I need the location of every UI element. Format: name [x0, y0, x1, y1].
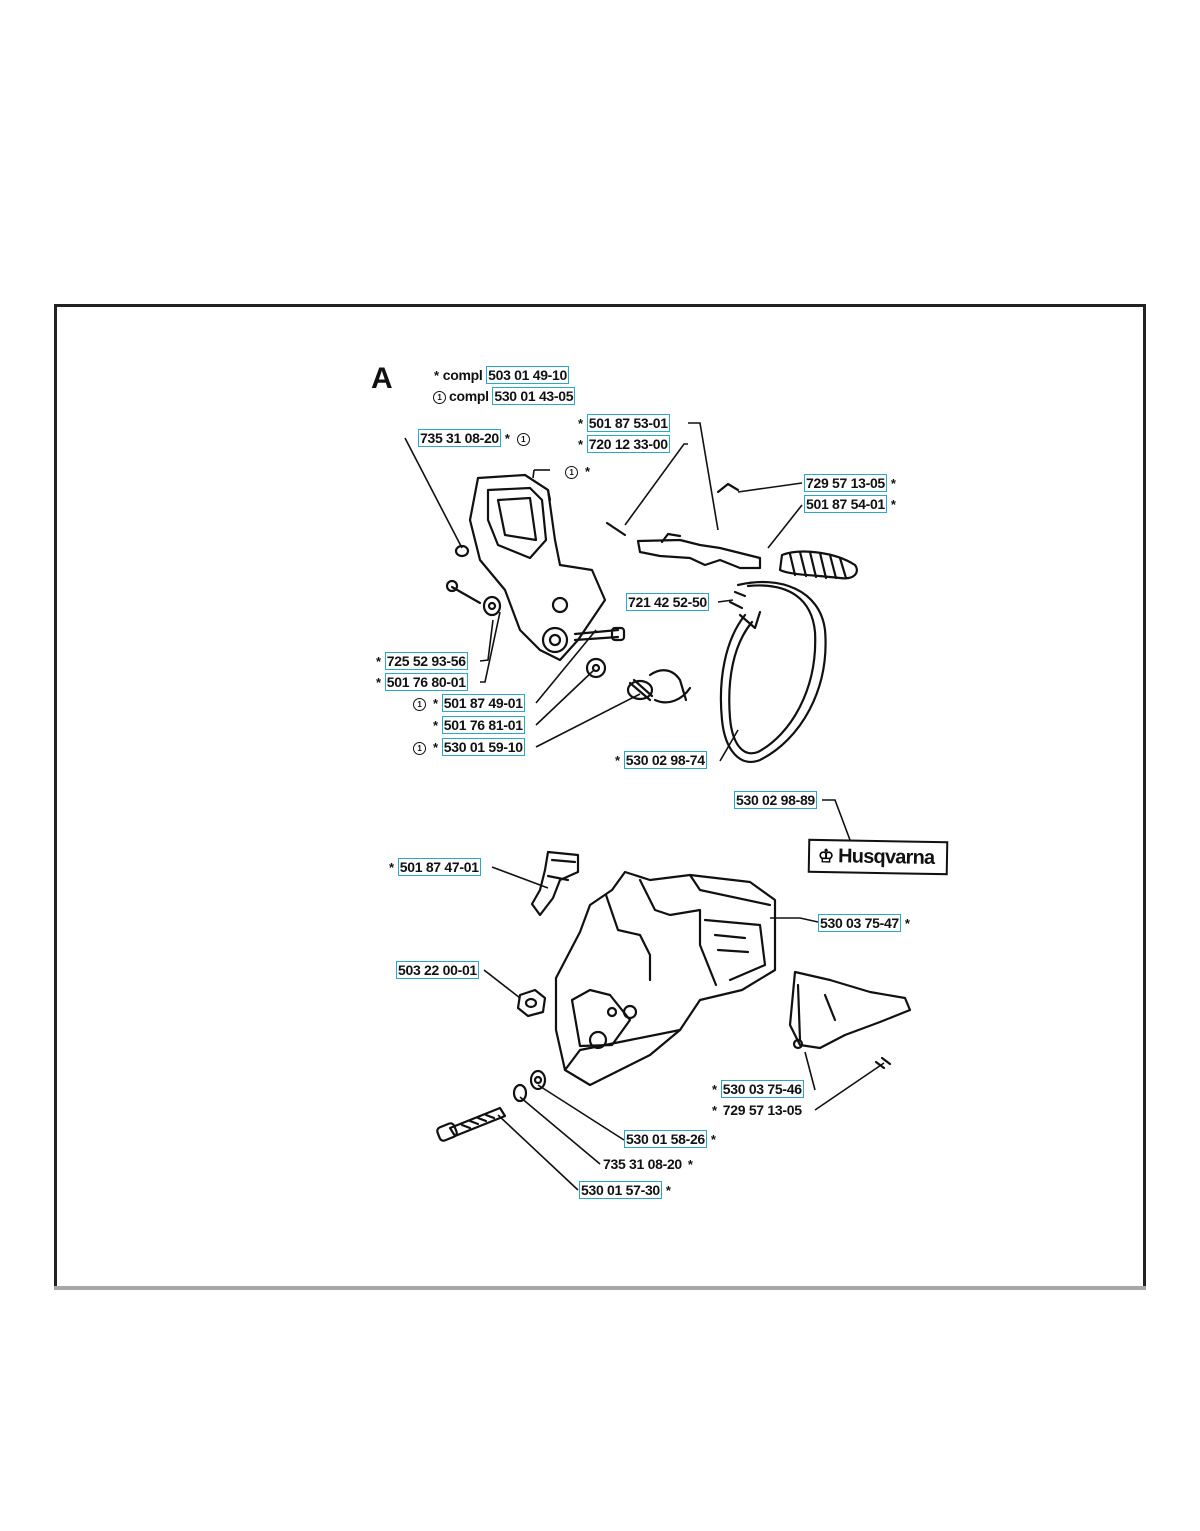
- brand-plate-text: Husqvarna: [837, 844, 935, 869]
- star-mark: *: [504, 431, 510, 446]
- spring-drawing: [626, 669, 692, 704]
- part-number-530-02-98-74[interactable]: 530 02 98-74: [623, 751, 707, 769]
- brand-plate: ♔ Husqvarna: [807, 838, 949, 876]
- label-row: *501 76 80-01: [372, 672, 468, 692]
- label-row: *530 02 98-74: [611, 750, 707, 770]
- part-number-503-01-49-10[interactable]: 503 01 49-10: [486, 366, 570, 384]
- nut-drawing: [516, 988, 547, 1018]
- star-mark: *: [376, 654, 381, 669]
- label-row: 735 31 08-20* 1: [418, 428, 533, 448]
- part-number-729-57-13-05[interactable]: 729 57 13-05: [804, 474, 887, 492]
- label-row: 1*: [562, 461, 594, 481]
- label-row: *725 52 93-56: [372, 651, 468, 671]
- star-mark: *: [712, 1082, 717, 1097]
- section-letter: A: [371, 362, 393, 395]
- label-row: *729 57 13-05: [708, 1100, 804, 1120]
- label-row: *501 76 81-01: [429, 715, 525, 735]
- label-row: 721 42 52-50: [626, 592, 709, 612]
- star-mark: *: [890, 497, 896, 512]
- star-mark: *: [433, 740, 438, 755]
- part-number-530-03-75-47[interactable]: 530 03 75-47: [818, 914, 901, 932]
- circle-mark: 1: [413, 697, 426, 711]
- star-mark: *: [712, 1103, 717, 1118]
- crown-icon: ♔: [817, 845, 835, 866]
- circle-mark: 1: [565, 465, 578, 479]
- star-mark: *: [434, 368, 439, 383]
- part-number-501-76-80-01[interactable]: 501 76 80-01: [384, 673, 468, 691]
- label-row: 501 87 54-01*: [804, 494, 900, 514]
- label-row: *501 87 53-01: [574, 413, 670, 433]
- part-number-501-87-47-01[interactable]: 501 87 47-01: [397, 858, 481, 876]
- label-row: 1 *501 87 49-01: [410, 693, 525, 713]
- star-mark: *: [615, 753, 620, 768]
- circle-mark: 1: [433, 390, 446, 404]
- part-number-530-02-98-89[interactable]: 530 02 98-89: [734, 791, 817, 809]
- label-row: 530 02 98-89: [734, 790, 817, 810]
- part-number-735-31-08-20[interactable]: 735 31 08-20: [601, 1155, 684, 1173]
- star-mark: *: [376, 675, 381, 690]
- star-mark: *: [585, 464, 590, 479]
- part-number-735-31-08-20[interactable]: 735 31 08-20: [418, 429, 501, 447]
- part-number-503-22-00-01[interactable]: 503 22 00-01: [396, 961, 479, 979]
- label-row: 530 03 75-47*: [818, 913, 914, 933]
- star-mark: *: [389, 860, 394, 875]
- brake-band-drawing: [719, 580, 827, 763]
- compl-label: compl: [442, 367, 483, 383]
- star-mark: *: [710, 1132, 716, 1147]
- part-number-725-52-93-56[interactable]: 725 52 93-56: [384, 652, 468, 670]
- part-number-721-42-52-50[interactable]: 721 42 52-50: [626, 593, 709, 611]
- clutch-cover-drawing: [554, 870, 777, 1087]
- part-number-530-01-57-30[interactable]: 530 01 57-30: [579, 1181, 662, 1199]
- star-mark: *: [578, 416, 583, 431]
- frame-bottom-rule: [54, 1286, 1146, 1290]
- label-row: *530 03 75-46: [708, 1079, 804, 1099]
- part-number-501-76-81-01[interactable]: 501 76 81-01: [441, 716, 525, 734]
- label-row: *501 87 47-01: [385, 857, 481, 877]
- part-number-501-87-53-01[interactable]: 501 87 53-01: [586, 414, 670, 432]
- deflector-drawing: [530, 850, 580, 917]
- diagram-frame: [54, 304, 1146, 1289]
- star-mark: *: [904, 916, 910, 931]
- label-row: 735 31 08-20*: [601, 1154, 697, 1174]
- part-number-530-01-59-10[interactable]: 530 01 59-10: [441, 738, 525, 756]
- part-number-729-57-13-05[interactable]: 729 57 13-05: [720, 1101, 804, 1119]
- circle-mark: 1: [413, 741, 426, 755]
- part-number-501-87-49-01[interactable]: 501 87 49-01: [441, 694, 525, 712]
- compl-label: compl: [449, 388, 489, 404]
- star-mark: *: [890, 476, 896, 491]
- part-number-530-01-43-05[interactable]: 530 01 43-05: [492, 387, 576, 405]
- label-row: 530 01 57-30*: [579, 1180, 675, 1200]
- label-row: 729 57 13-05*: [804, 473, 900, 493]
- label-row: *720 12 33-00: [574, 434, 670, 454]
- label-row: 503 22 00-01: [396, 960, 479, 980]
- part-number-501-87-54-01[interactable]: 501 87 54-01: [804, 495, 887, 513]
- chain-guard-drawing: [788, 970, 912, 1050]
- brake-lever-drawing: [605, 482, 858, 610]
- label-row: 530 01 58-26*: [624, 1129, 720, 1149]
- part-number-530-01-58-26[interactable]: 530 01 58-26: [624, 1130, 707, 1148]
- star-mark: *: [433, 696, 438, 711]
- part-number-720-12-33-00[interactable]: 720 12 33-00: [586, 435, 670, 453]
- star-mark: *: [687, 1157, 693, 1172]
- brake-handle-drawing: [445, 473, 626, 679]
- part-number-530-03-75-46[interactable]: 530 03 75-46: [720, 1080, 804, 1098]
- star-mark: *: [433, 718, 438, 733]
- star-mark: *: [578, 437, 583, 452]
- label-row: 1 *530 01 59-10: [410, 737, 525, 757]
- circle-mark: 1: [516, 432, 530, 446]
- compl-row-1: *compl 503 01 49-10: [430, 365, 570, 385]
- star-mark: *: [665, 1183, 671, 1198]
- leader-lines: [404, 422, 885, 1191]
